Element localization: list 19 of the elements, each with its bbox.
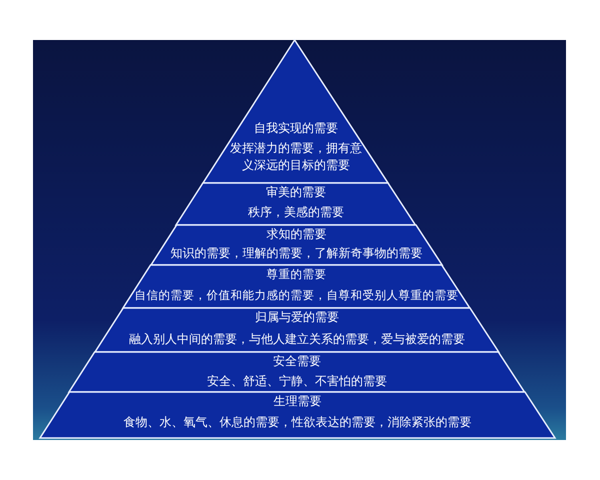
- pyramid-level: [69, 352, 525, 392]
- level-description: 秩序，美感的需要: [248, 204, 344, 221]
- level-title: 生理需要: [274, 393, 322, 410]
- pyramid-level: [95, 308, 499, 352]
- level-description: 安全、舒适、宁静、不害怕的需要: [207, 373, 388, 390]
- level-description: 知识的需要，理解的需要，了解新奇事物的需要: [170, 245, 422, 262]
- level-description: 食物、水、氧气、休息的需要，性欲表达的需要，消除紧张的需要: [124, 414, 472, 431]
- pyramid-level: [123, 265, 470, 308]
- level-title: 求知的需要: [266, 226, 326, 243]
- level-title: 安全需要: [273, 353, 322, 370]
- level-title: 审美的需要: [266, 184, 326, 201]
- pyramid-level: [40, 392, 555, 438]
- level-description: 发挥潜力的需要，拥有意义深远的目标的需要: [228, 140, 363, 174]
- level-title: 尊重的需要: [266, 266, 327, 283]
- level-title: 自我实现的需要: [254, 120, 338, 137]
- level-description: 自信的需要，价值和能力感的需要，自尊和受别人尊重的需要: [134, 287, 459, 304]
- level-description: 融入别人中间的需要，与他人建立关系的需要，爱与被爱的需要: [128, 331, 465, 348]
- pyramid-level: [150, 225, 442, 265]
- level-title: 归属与爱的需要: [254, 309, 339, 326]
